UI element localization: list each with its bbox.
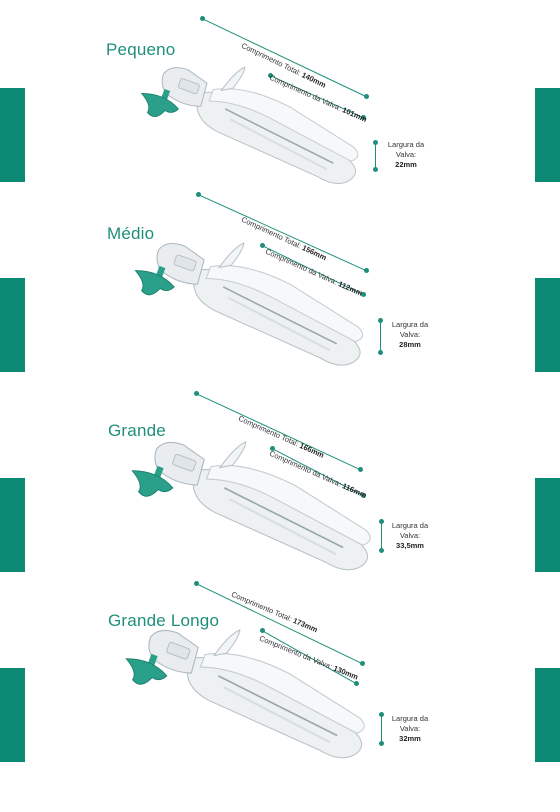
size-title: Grande <box>108 421 166 440</box>
valve-width-bar <box>373 140 378 172</box>
side-tab-left-1 <box>0 88 25 182</box>
size-title: Grande Longo <box>108 611 220 630</box>
valve-width-caption-line1: Largura da <box>391 714 429 723</box>
valve-width-value: 22mm <box>395 160 417 169</box>
dimension-endpoint-dot <box>259 627 265 633</box>
side-tab-right-1 <box>535 88 560 182</box>
speculum-illustration <box>134 242 364 366</box>
valve-width-caption-line2: Valva: <box>395 150 417 159</box>
dimension-endpoint-dot <box>363 267 369 273</box>
dimension-endpoint-dot <box>269 445 275 451</box>
size-title: Pequeno <box>106 40 176 59</box>
dimension-endpoint-dot <box>360 114 366 120</box>
valve-width-bar <box>379 519 384 553</box>
valve-width-caption-line2: Valva: <box>399 724 421 733</box>
valve-width-bar <box>379 712 384 746</box>
valve-width-caption-line1: Largura da <box>391 320 429 329</box>
valve-width-caption-line2: Valva: <box>399 531 421 540</box>
valve-width-caption-line2: Valva: <box>399 330 421 339</box>
dimension-endpoint-dot <box>195 191 201 197</box>
speculum-illustration <box>131 440 371 571</box>
dimension-endpoint-dot <box>259 242 265 248</box>
valve-width-caption-line1: Largura da <box>391 521 429 530</box>
dimension-endpoint-dot <box>357 466 363 472</box>
dimension-endpoint-dot <box>193 390 199 396</box>
valve-width-bar <box>378 318 383 355</box>
side-tab-left-2 <box>0 278 25 372</box>
valve-width-value: 32mm <box>399 734 421 743</box>
valve-width-caption-line1: Largura da <box>387 140 425 149</box>
side-tab-left-3 <box>0 478 25 572</box>
dimension-endpoint-dot <box>199 15 205 21</box>
size-title: Médio <box>107 224 155 243</box>
side-tab-right-3 <box>535 478 560 572</box>
side-tab-left-4 <box>0 668 25 762</box>
dimension-endpoint-dot <box>360 291 366 297</box>
dimension-endpoint-dot <box>359 660 365 666</box>
dimension-endpoint-dot <box>360 492 366 498</box>
dimension-endpoint-dot <box>267 72 273 78</box>
valve-width-value: 28mm <box>399 340 421 349</box>
side-tab-right-2 <box>535 278 560 372</box>
side-tab-right-4 <box>535 668 560 762</box>
speculum-illustration <box>125 628 365 759</box>
dimension-endpoint-dot <box>363 93 369 99</box>
dimension-endpoint-dot <box>193 580 199 586</box>
valve-width-value: 33,5mm <box>396 541 424 550</box>
speculum-illustration <box>140 66 359 184</box>
dimension-endpoint-dot <box>353 680 359 686</box>
